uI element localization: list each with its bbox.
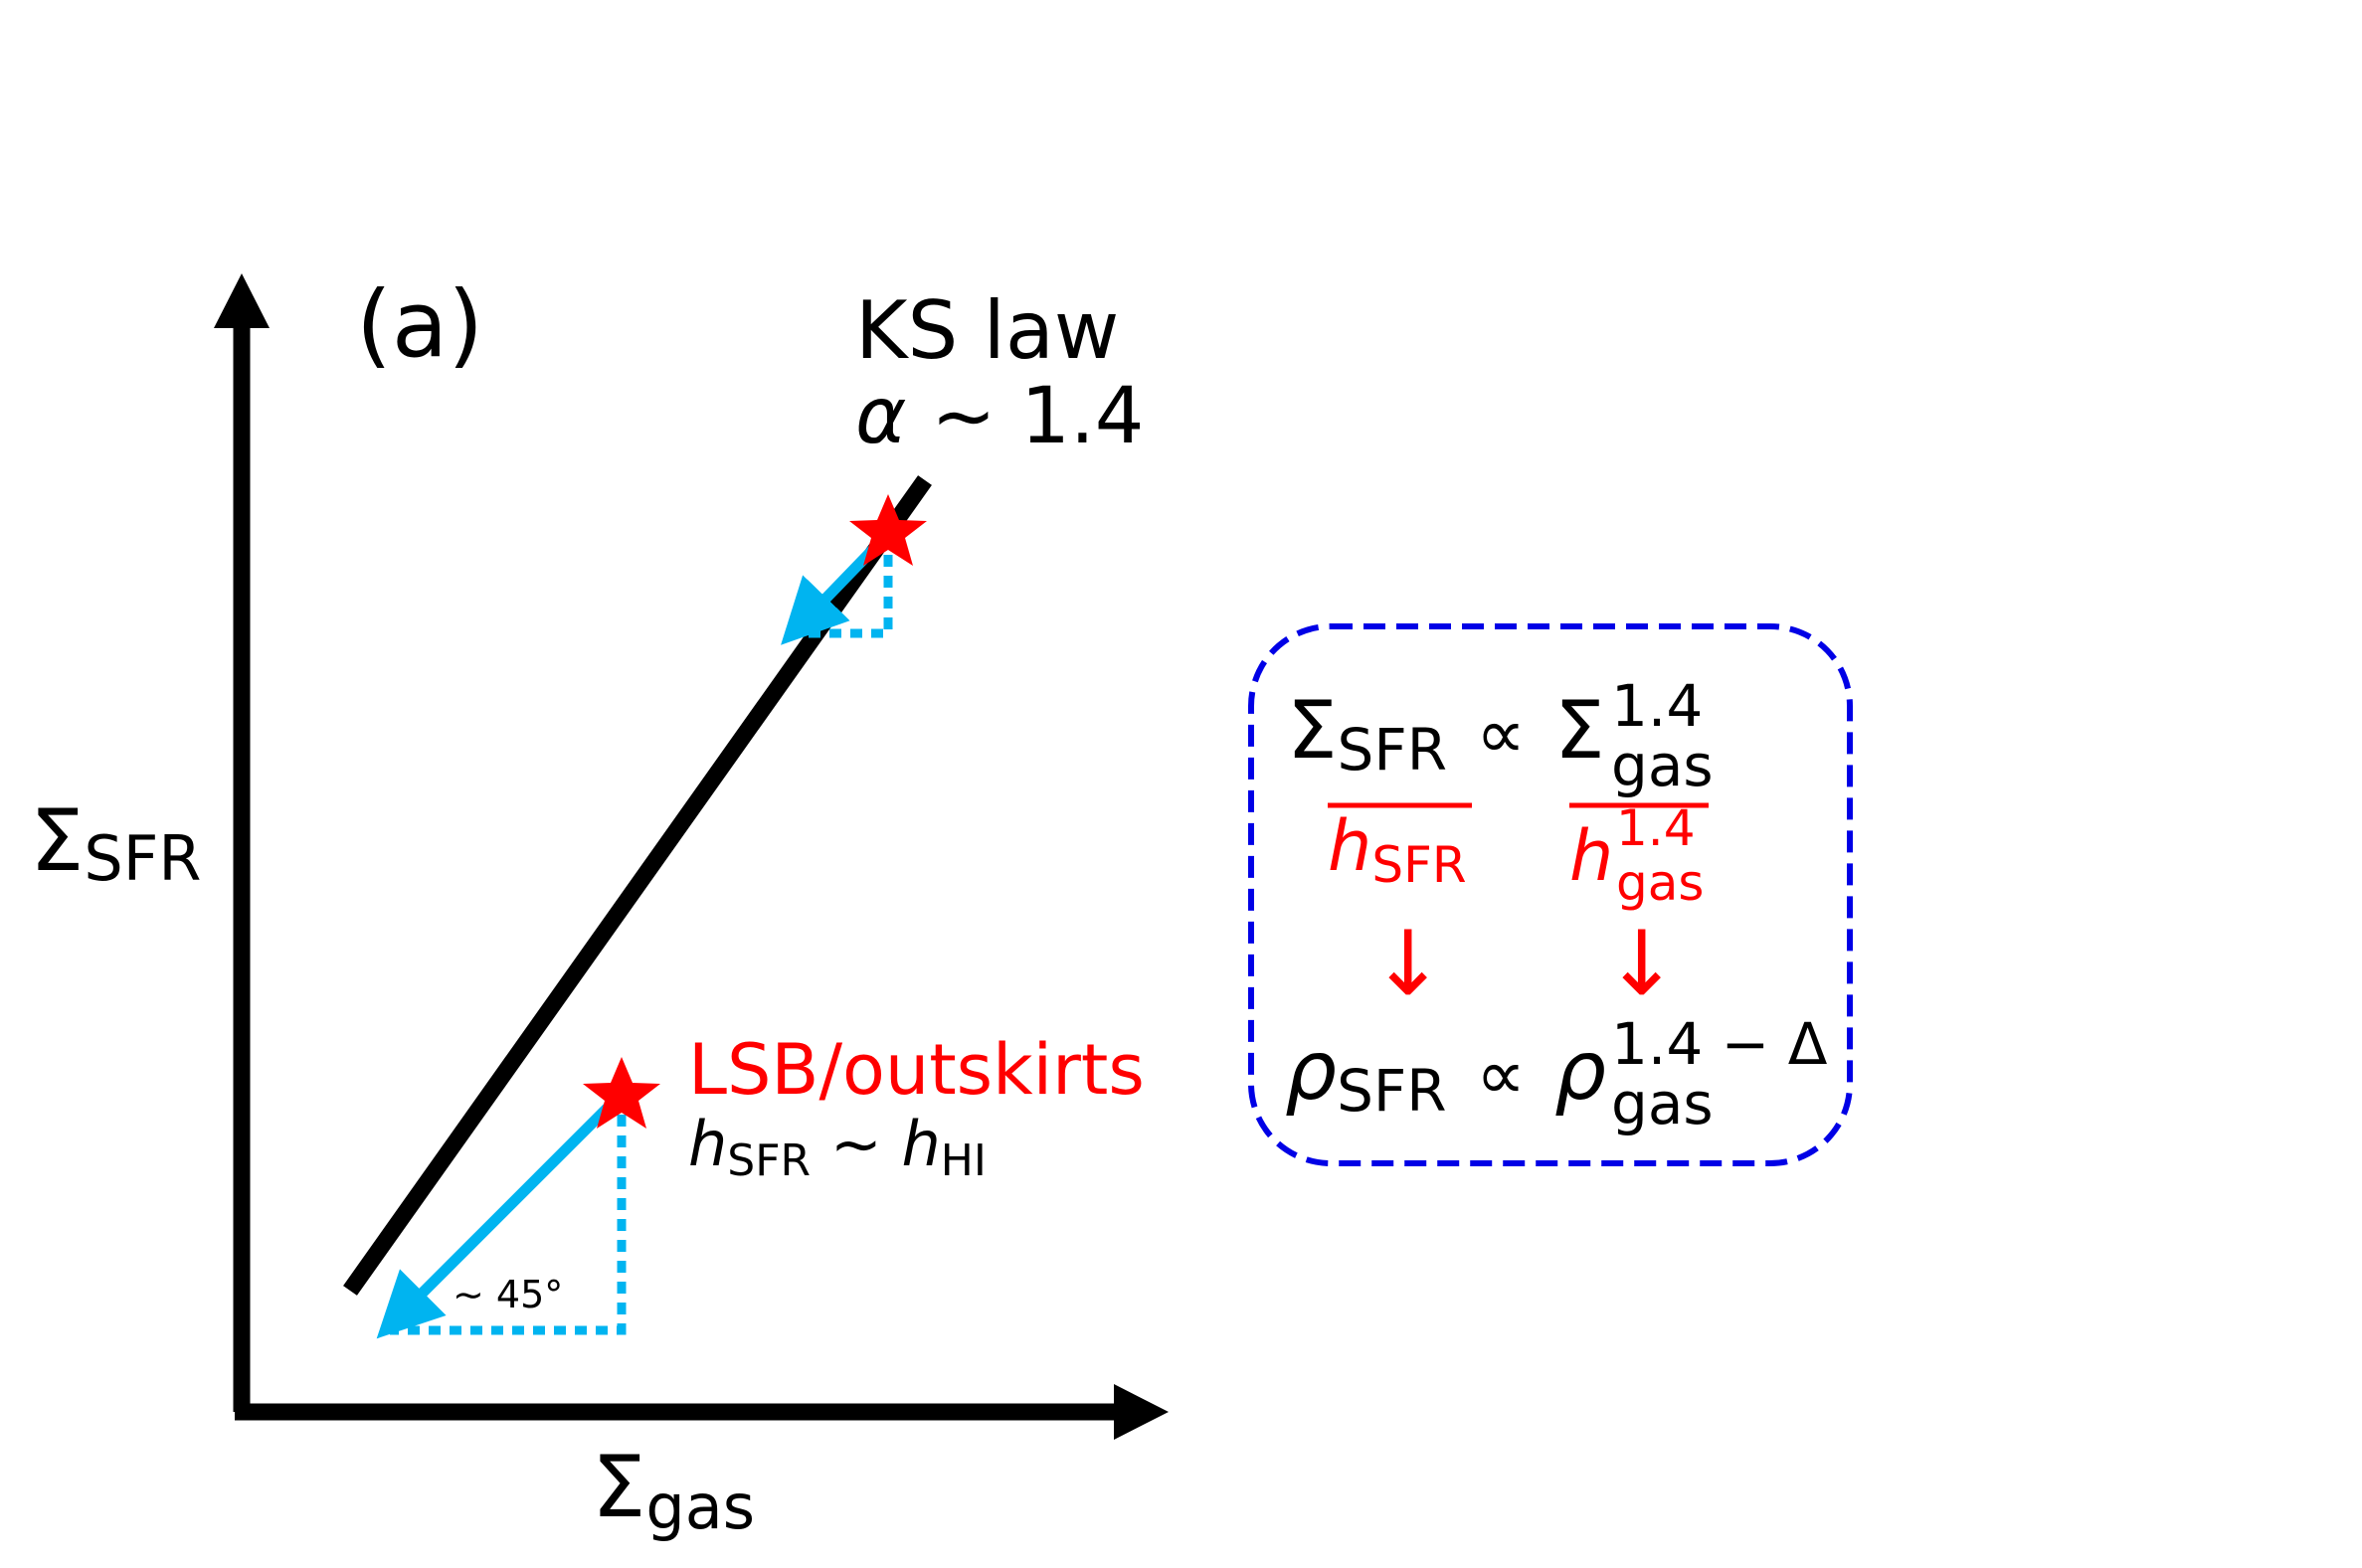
ks-law-alpha: α ∼ 1.4 (855, 372, 1144, 461)
box-propto-top: ∝ (1476, 693, 1526, 775)
denominator-h-gas-exp: 1.4 (1616, 799, 1696, 857)
box-sigma-gas-exp: 1.4 (1611, 672, 1703, 740)
box-propto-bottom: ∝ (1476, 1034, 1526, 1116)
denominator-h-gas: h (1569, 815, 1613, 897)
x-axis-label: Σgas (592, 1438, 755, 1543)
box-sigma-gas-sub: gas (1611, 732, 1714, 799)
lsb-title: LSB/outskirts (688, 1029, 1145, 1111)
down-arrow-left-icon: ↓ (1370, 912, 1445, 1016)
angle-label: ∼ 45° (453, 1273, 563, 1316)
lower-cyan-arrow (376, 1090, 626, 1339)
box-rho-gas-exp: 1.4 − Δ (1611, 1010, 1828, 1078)
relation-box (1248, 623, 1853, 1166)
ks-law-title: KS law (855, 284, 1119, 377)
box-rho-gas-sub: gas (1611, 1070, 1714, 1137)
box-sigma-gas: Σ (1554, 684, 1605, 777)
x-axis-arrowhead (1114, 1384, 1169, 1440)
denominator-h-gas-sub: gas (1616, 854, 1704, 912)
y-axis-label: ΣSFR (30, 791, 201, 895)
denominator-h-sfr: hSFR (1328, 805, 1467, 894)
box-rho-gas: ρ (1554, 1024, 1606, 1119)
down-arrow-right-icon: ↓ (1604, 912, 1679, 1016)
upper-star-icon (849, 494, 927, 566)
lsb-scale-height-relation: hSFR ∼ hHI (688, 1108, 987, 1186)
box-rho-sfr: ρSFR (1285, 1024, 1447, 1125)
lower-star-icon (583, 1057, 660, 1129)
lower-dotted-triangle (390, 1094, 627, 1335)
box-sigma-sfr: ΣSFR (1287, 684, 1447, 784)
panel-label: (a) (356, 271, 483, 378)
y-axis-arrowhead (214, 273, 270, 328)
